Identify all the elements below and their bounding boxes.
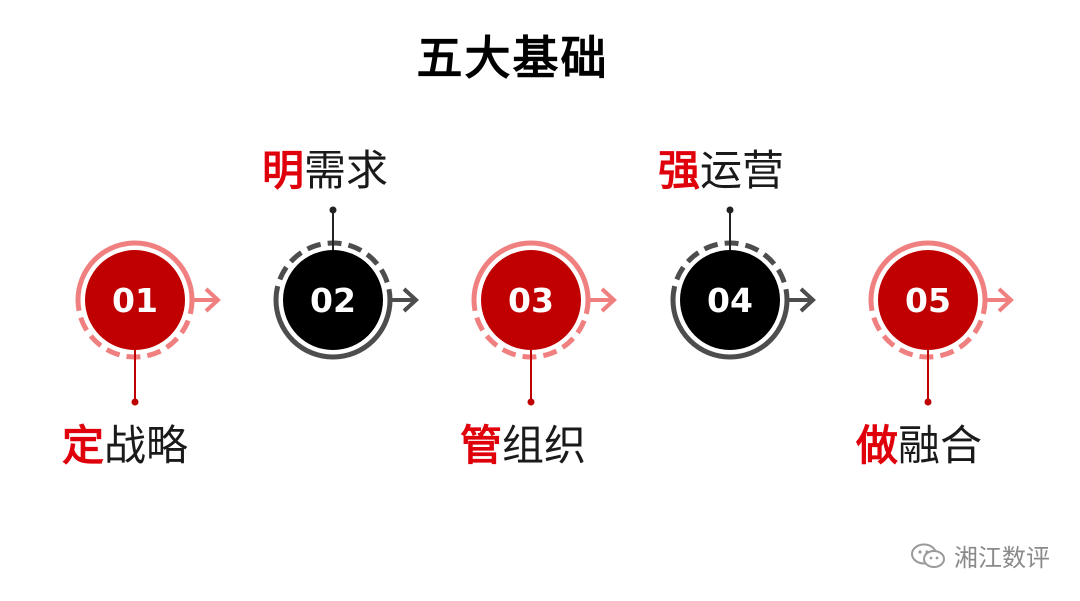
- step-circle-3: [481, 250, 581, 350]
- step-ring-solid-3: [471, 240, 591, 301]
- page-title: 五大基础: [416, 31, 609, 85]
- step-ring-solid-4: [670, 299, 790, 360]
- step-label-4: 强运营: [658, 146, 785, 195]
- step-circle-5: [878, 250, 978, 350]
- step-label-3: 管组织: [460, 421, 587, 470]
- step-circle-2: [283, 250, 383, 350]
- connector-dot-5: [924, 398, 932, 406]
- connector-dot-2: [329, 206, 337, 214]
- watermark: 湘江数评: [910, 538, 1050, 573]
- step-ring-solid-5: [868, 240, 988, 301]
- step-label-2: 明需求: [262, 146, 389, 195]
- step-circle-1: [85, 250, 185, 350]
- step-label-5: 做融合: [856, 421, 983, 470]
- step-number-4: 04: [707, 281, 753, 320]
- step-number-3: 03: [508, 281, 554, 320]
- connector-dot-1: [131, 398, 139, 406]
- step-ring-solid-2: [273, 299, 393, 360]
- step-circle-4: [680, 250, 780, 350]
- step-ring-solid-1: [75, 240, 195, 301]
- step-number-5: 05: [905, 281, 951, 320]
- step-label-1: 定战略: [62, 421, 189, 470]
- wechat-icon: [911, 543, 945, 568]
- connector-dot-3: [527, 398, 535, 406]
- connector-dot-4: [726, 206, 734, 214]
- step-number-1: 01: [112, 281, 158, 320]
- watermark-text: 湘江数评: [954, 544, 1050, 572]
- step-number-2: 02: [310, 281, 356, 320]
